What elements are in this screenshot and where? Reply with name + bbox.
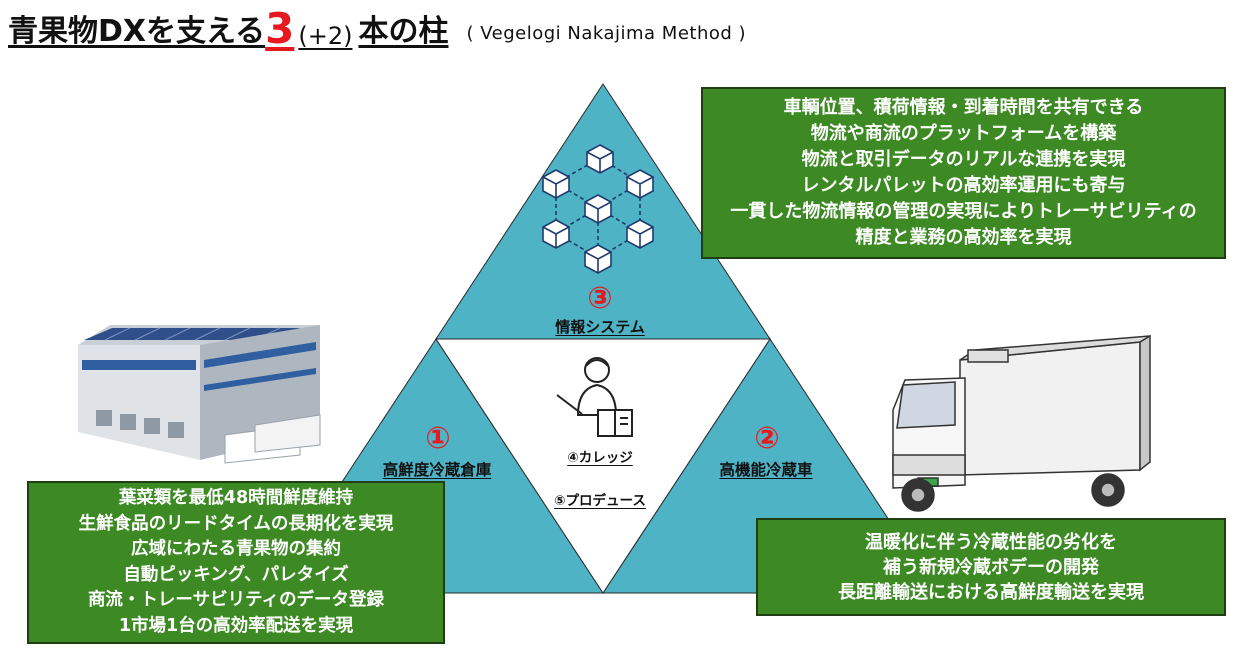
network-cubes-icon bbox=[542, 144, 654, 274]
page-title: 青果物DXを支える 3 (+2) 本の柱 ( Vegelogi Nakajima… bbox=[8, 4, 747, 53]
title-number: 3 bbox=[265, 4, 295, 53]
description-line: 広域にわたる青果物の集約 bbox=[131, 539, 341, 559]
pillar-2-label: 高機能冷蔵車 bbox=[719, 461, 813, 479]
description-line: 物流と取引データのリアルな連携を実現 bbox=[801, 149, 1126, 170]
warehouse-description: 葉菜類を最低48時間鮮度維持 生鮮食品のリードタイムの長期化を実現 広域にわたる… bbox=[27, 481, 445, 644]
pillar-1-number: ① bbox=[425, 421, 451, 456]
title-main: 青果物DXを支える bbox=[8, 14, 266, 49]
pillar-3-label: 情報システム bbox=[555, 318, 645, 336]
pillar-3-number: ③ bbox=[587, 281, 613, 316]
info-system-description: 車輌位置、積荷情報・到着時間を共有できる 物流や商流のプラットフォームを構築 物… bbox=[701, 87, 1226, 259]
teacher-icon bbox=[556, 357, 633, 437]
pillar-5-label: ⑤プロデュース bbox=[554, 493, 646, 509]
pillar-2-number: ② bbox=[754, 421, 780, 456]
warehouse-image bbox=[78, 325, 321, 464]
description-line: 車輌位置、積荷情報・到着時間を共有できる bbox=[783, 97, 1144, 118]
description-line: 精度と業務の高効率を実現 bbox=[855, 227, 1072, 248]
description-line: 自動ピッキング、パレタイズ bbox=[123, 564, 349, 585]
truck-image bbox=[892, 334, 1151, 512]
description-line: 葉菜類を最低48時間鮮度維持 bbox=[118, 488, 354, 508]
pillar-4-label: ④カレッジ bbox=[567, 450, 633, 466]
description-line: 一貫した物流情報の管理の実現によりトレーサビリティの bbox=[730, 201, 1197, 222]
title-rest: 本の柱 bbox=[358, 14, 449, 49]
description-line: 商流・トレーサビリティのデータ登録 bbox=[87, 590, 385, 610]
title-paren: (+2) bbox=[298, 22, 353, 50]
description-line: 長距離輸送における高鮮度輸送を実現 bbox=[838, 581, 1144, 603]
description-line: 物流や商流のプラットフォームを構築 bbox=[810, 123, 1117, 144]
description-line: 生鮮食品のリードタイムの長期化を実現 bbox=[78, 513, 394, 534]
pillar-1-label: 高鮮度冷蔵倉庫 bbox=[382, 461, 492, 479]
description-line: レンタルパレットの高効率運用にも寄与 bbox=[801, 175, 1126, 196]
triangle-center bbox=[435, 338, 771, 594]
description-line: 補う新規冷蔵ボデーの開発 bbox=[883, 556, 1099, 578]
title-method: ( Vegelogi Nakajima Method ) bbox=[466, 23, 747, 44]
truck-description: 温暖化に伴う冷蔵性能の劣化を 補う新規冷蔵ボデーの開発 長距離輸送における高鮮度… bbox=[756, 518, 1226, 616]
description-line: 1市場1台の高効率配送を実現 bbox=[118, 615, 354, 636]
description-line: 温暖化に伴う冷蔵性能の劣化を bbox=[865, 531, 1117, 553]
